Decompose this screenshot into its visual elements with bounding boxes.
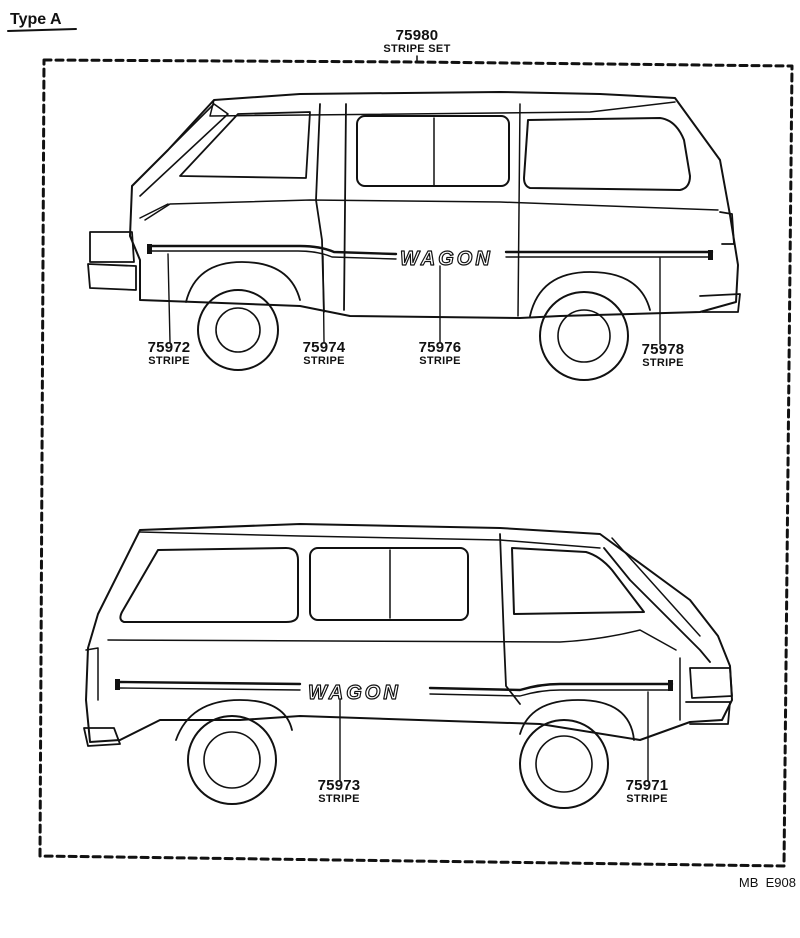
part-label-75973: 75973 STRIPE [302, 778, 376, 805]
part-name: STRIPE [318, 793, 360, 805]
wagon-emblem-bottom: WAGON [308, 682, 401, 704]
part-name: STRIPE [148, 355, 190, 367]
part-number: 75976 [418, 339, 462, 356]
wagon-emblem-top: WAGON [400, 248, 493, 270]
part-label-75978: 75978 STRIPE [626, 342, 700, 369]
part-number: 75971 [625, 777, 669, 794]
type-title: Type A [10, 11, 62, 28]
van-right-side [83, 523, 733, 809]
part-label-75974: 75974 STRIPE [287, 340, 361, 367]
part-name: STRIPE [642, 357, 684, 369]
diagram-code: MB E908 [738, 875, 796, 890]
set-part-number: 75980 [395, 27, 439, 44]
part-name: STRIPE [626, 793, 668, 805]
title-underline [7, 28, 77, 32]
part-label-75976: 75976 STRIPE [403, 340, 477, 367]
leaders-bottom [339, 691, 649, 781]
part-number: 75974 [302, 339, 346, 356]
stripe-set-label: 75980 STRIPE SET [377, 28, 457, 55]
part-number: 75978 [641, 341, 685, 358]
part-name: STRIPE [419, 355, 461, 367]
van-left-side [87, 91, 741, 381]
part-label-75971: 75971 STRIPE [610, 778, 684, 805]
stripe-set-boundary [38, 58, 794, 868]
set-name: STRIPE SET [383, 43, 451, 55]
part-number: 75972 [147, 339, 191, 356]
part-label-75972: 75972 STRIPE [132, 340, 206, 367]
part-number: 75973 [317, 777, 361, 794]
part-name: STRIPE [303, 355, 345, 367]
leaders-top [167, 253, 661, 345]
